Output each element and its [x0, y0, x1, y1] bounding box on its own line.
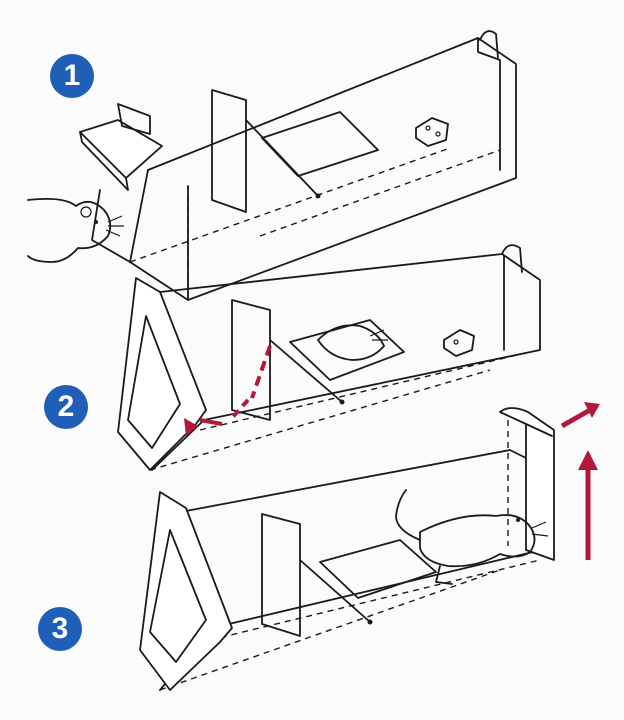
trap-step-3: [139, 402, 600, 691]
bait-cheese-2: [443, 329, 475, 357]
trap-1-rear-latch: [479, 30, 499, 59]
trap-2-rear-latch: [501, 244, 523, 273]
motion-line-red: [228, 398, 250, 422]
trap-1-trigger-rod: [245, 119, 319, 197]
mouse-3-eye: [516, 518, 520, 522]
mouse-3-whiskers: [531, 521, 549, 537]
trap-2-trigger-plate: [289, 319, 405, 381]
step-1-number: 1: [63, 59, 81, 92]
trap-3-door-inner: [149, 529, 207, 663]
trap-3-pivot: [367, 619, 373, 625]
trap-2-floor-hidden: [149, 351, 531, 471]
trap-1-front-door: [79, 119, 163, 179]
cheese-hole: [453, 339, 459, 345]
step-3-number: 3: [51, 612, 69, 645]
trap-step-2: [117, 244, 541, 471]
trap-1-pivot: [315, 193, 321, 199]
trap-1-floor-hidden: [129, 147, 501, 300]
trap-1-rear-frame: [477, 37, 501, 171]
mouse-2-whiskers: [369, 329, 388, 341]
arrow-up-head: [578, 450, 598, 470]
trap-2-body: [151, 253, 541, 471]
trap-1-legs: [91, 189, 131, 263]
trap-1-hinge: [117, 103, 151, 135]
mouse-3: [419, 514, 536, 568]
trap-3-divider: [261, 513, 301, 637]
trap-step-1: [27, 30, 517, 301]
trap-1-front-edge: [129, 169, 149, 263]
trap-1-trigger-plate: [261, 111, 379, 177]
trap-3-trigger-rod: [299, 559, 371, 623]
trap-3-rear-door: [499, 407, 555, 561]
motion-line-red: [250, 345, 272, 399]
step-2-badge: 2: [44, 385, 88, 429]
cheese-hole: [425, 125, 431, 131]
step-3-badge: 3: [38, 607, 82, 651]
trap-3-body: [159, 449, 551, 691]
bait-cheese-1: [415, 117, 449, 147]
mouse-3-leg: [435, 565, 453, 585]
trap-1-body: [129, 37, 517, 301]
mouse-1-eye: [94, 220, 98, 224]
trap-2-divider: [231, 299, 271, 421]
trap-2-pivot: [339, 399, 345, 405]
arrow-diagonal-head: [584, 402, 600, 418]
step-1-badge: 1: [50, 54, 94, 98]
trap-3-floor-hidden: [159, 559, 541, 691]
step-2-number: 2: [57, 390, 75, 423]
motion-line-red: [199, 418, 223, 426]
trap-3-front-door: [139, 491, 233, 691]
mouse-3-tail: [395, 489, 421, 541]
trap-3-trigger-plate: [319, 539, 437, 599]
arrow-diagonal-red: [560, 407, 592, 429]
mouse-1-ear: [80, 206, 92, 218]
mouse-2: [317, 324, 385, 361]
trap-1-door-thickness: [79, 131, 129, 191]
mouse-1: [27, 197, 112, 263]
trap-2-front-door: [117, 277, 207, 471]
mouse-1-whiskers: [105, 215, 124, 237]
door-close-arrowhead: [184, 418, 198, 436]
trap-2-trigger-rod: [269, 339, 343, 403]
trap-3-rear-door-edge: [525, 423, 553, 437]
trap-2-door-inner: [127, 315, 181, 449]
trap-1-divider: [211, 89, 247, 213]
cheese-hole: [435, 131, 441, 137]
